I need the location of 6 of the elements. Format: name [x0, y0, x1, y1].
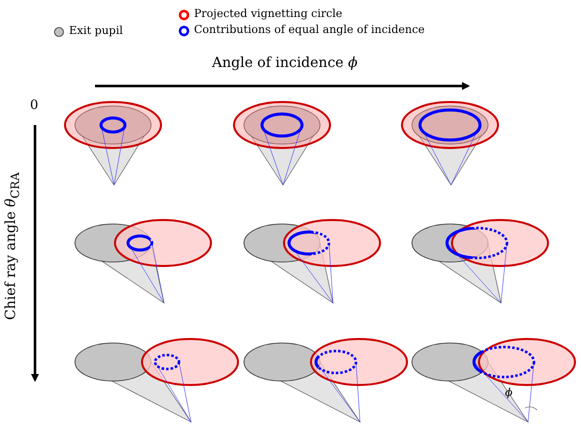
legend-text: Contributions of equal angle of incidence [194, 23, 425, 36]
axis-label: Angle of incidence ϕ [212, 55, 358, 71]
legend-text: Exit pupil [69, 24, 123, 37]
angle-label: ϕ [505, 386, 512, 399]
legend-text: Projected vignetting circle [194, 7, 342, 20]
axis-origin-label: 0 [30, 98, 38, 113]
